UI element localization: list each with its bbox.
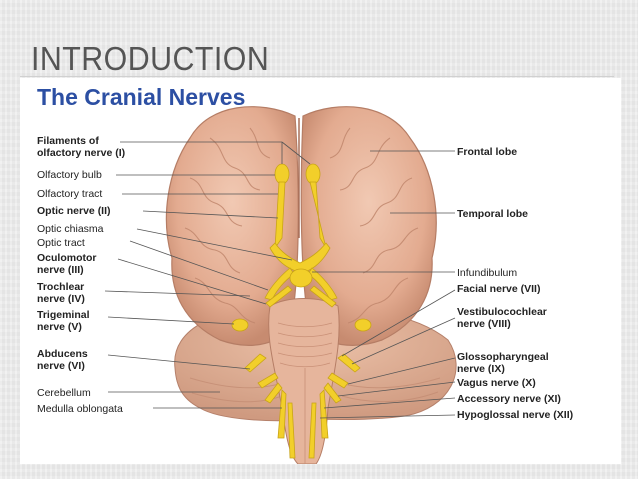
figure-heading: The Cranial Nerves: [37, 84, 246, 110]
label-optic-chiasma: Optic chiasma: [37, 223, 104, 235]
slide-title: INTRODUCTION: [31, 40, 270, 77]
label-glossopharyngeal: Glossopharyngeal nerve (IX): [457, 351, 549, 375]
label-oculomotor: Oculomotor nerve (III): [37, 252, 97, 276]
label-trigeminal: Trigeminal nerve (V): [37, 309, 90, 333]
label-hypoglossal: Hypoglossal nerve (XII): [457, 409, 574, 421]
label-infundibulum: Infundibulum: [457, 267, 518, 279]
label-olfactory-tract: Olfactory tract: [37, 188, 103, 200]
label-vagus: Vagus nerve (X): [457, 377, 536, 389]
label-optic-nerve: Optic nerve (II): [37, 205, 111, 217]
label-olfactory-bulb: Olfactory bulb: [37, 169, 102, 181]
label-vestibulocochlear: Vestibulocochlear nerve (VIII): [457, 306, 547, 330]
label-frontal-lobe: Frontal lobe: [457, 146, 518, 158]
label-abducens: Abducens nerve (VI): [37, 348, 88, 372]
label-accessory: Accessory nerve (XI): [457, 393, 561, 405]
label-facial: Facial nerve (VII): [457, 283, 541, 295]
label-trochlear: Trochlear nerve (IV): [37, 281, 85, 305]
label-olfactory-filaments: Filaments of olfactory nerve (I): [37, 135, 126, 159]
label-medulla: Medulla oblongata: [37, 403, 123, 415]
label-cerebellum: Cerebellum: [37, 387, 91, 399]
brain-diagram: [104, 106, 457, 464]
figure-panel: The Cranial Nerves Filaments of olfactor…: [20, 78, 621, 464]
label-temporal-lobe: Temporal lobe: [457, 208, 528, 220]
label-optic-tract: Optic tract: [37, 237, 85, 249]
title-divider: [20, 76, 614, 77]
